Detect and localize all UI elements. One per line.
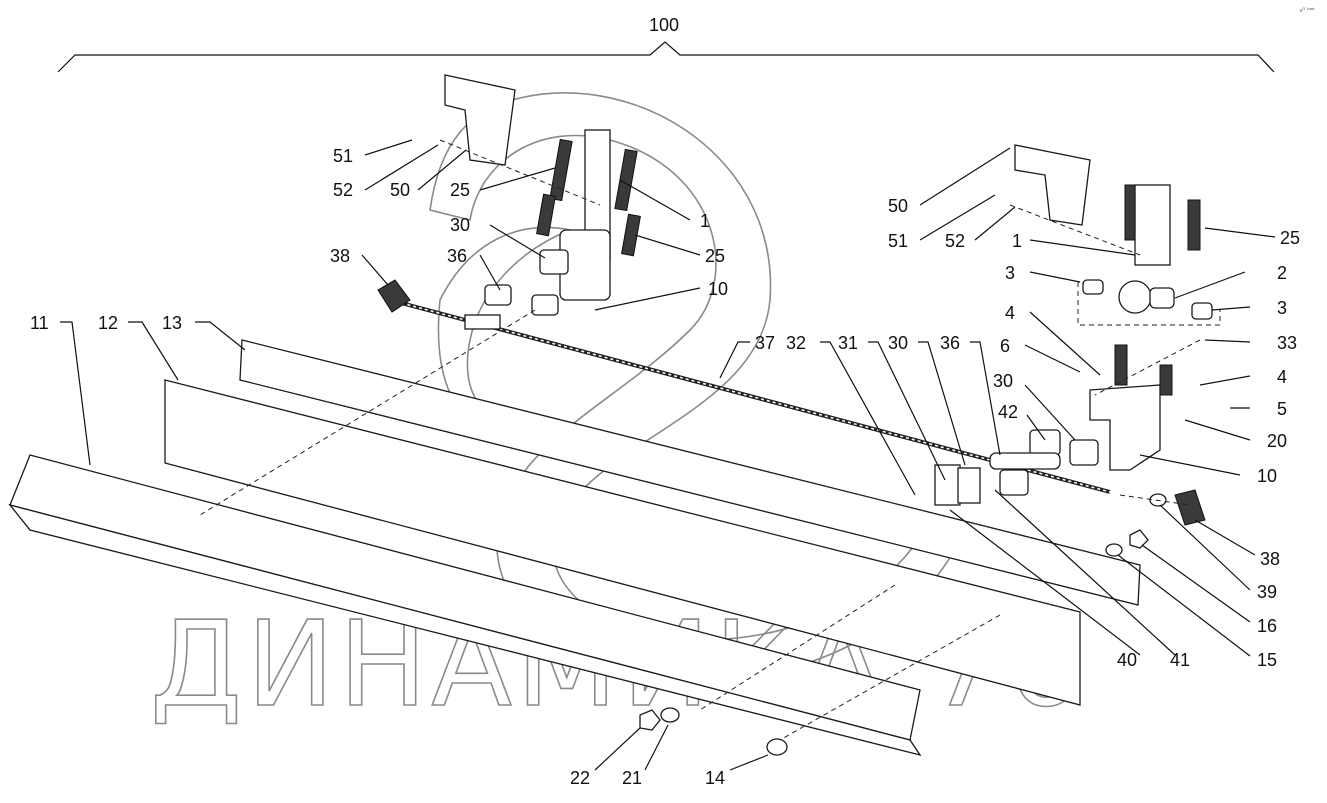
callout-36-right: 36 xyxy=(940,333,960,353)
callout-12: 12 xyxy=(98,313,118,333)
callout-3-upper: 3 xyxy=(1005,263,1015,283)
callout-39: 39 xyxy=(1257,582,1277,602)
callout-1-right: 1 xyxy=(1012,231,1022,251)
hardware-bottom xyxy=(639,493,1167,756)
callout-2: 2 xyxy=(1277,263,1287,283)
callout-50-left: 50 xyxy=(390,180,410,200)
callout-4-lower: 4 xyxy=(1277,367,1287,387)
rail-11 xyxy=(8,454,922,757)
callout-3-lower: 3 xyxy=(1277,298,1287,318)
callout-38-right: 38 xyxy=(1260,549,1280,569)
callout-37: 37 xyxy=(755,333,775,353)
callout-42: 42 xyxy=(998,402,1018,422)
callout-22: 22 xyxy=(570,768,590,788)
callout-21: 21 xyxy=(622,768,642,788)
callout-10-right: 10 xyxy=(1257,466,1277,486)
callout-33: 33 xyxy=(1277,333,1297,353)
callout-labels: 51 52 50 25 1 30 25 38 36 10 11 12 13 37… xyxy=(30,139,1300,788)
callout-51-left: 51 xyxy=(333,146,353,166)
plate-12 xyxy=(164,379,1081,706)
callout-41: 41 xyxy=(1170,650,1190,670)
callout-10-left: 10 xyxy=(708,279,728,299)
callout-25-right: 25 xyxy=(1280,228,1300,248)
callout-14: 14 xyxy=(705,768,725,788)
callout-40: 40 xyxy=(1117,650,1137,670)
assembly-lines xyxy=(199,139,1221,741)
callout-100: 100 xyxy=(649,15,679,35)
callout-32: 32 xyxy=(786,333,806,353)
callout-51-right: 51 xyxy=(888,231,908,251)
callout-11: 11 xyxy=(30,313,49,333)
left-bracket-assembly xyxy=(377,74,641,330)
callout-30-left: 30 xyxy=(450,215,470,235)
assembly-brace: 100 xyxy=(57,15,1275,73)
callout-6: 6 xyxy=(1000,336,1010,356)
callout-25-lower-left: 25 xyxy=(705,246,725,266)
callout-36-left: 36 xyxy=(447,246,467,266)
plate-13 xyxy=(239,339,1141,606)
callout-5: 5 xyxy=(1277,399,1287,419)
callout-1-left: 1 xyxy=(700,211,710,231)
callout-4-upper: 4 xyxy=(1005,303,1015,323)
callout-20: 20 xyxy=(1267,431,1287,451)
callout-52-left: 52 xyxy=(333,180,353,200)
callout-30-mid: 30 xyxy=(888,333,908,353)
callout-50-right: 50 xyxy=(888,196,908,216)
right-bracket-assembly xyxy=(934,144,1213,526)
callout-30-right: 30 xyxy=(993,371,1013,391)
callout-25-upper-left: 25 xyxy=(450,180,470,200)
callout-16: 16 xyxy=(1257,616,1277,636)
callout-52-right: 52 xyxy=(945,231,965,251)
callout-15: 15 xyxy=(1257,650,1277,670)
corner-mark: ₈ᴳ ᵇᵃᵇ xyxy=(1300,7,1315,14)
callout-38-left: 38 xyxy=(330,246,350,266)
callout-13: 13 xyxy=(162,313,182,333)
callout-31: 31 xyxy=(838,333,858,353)
